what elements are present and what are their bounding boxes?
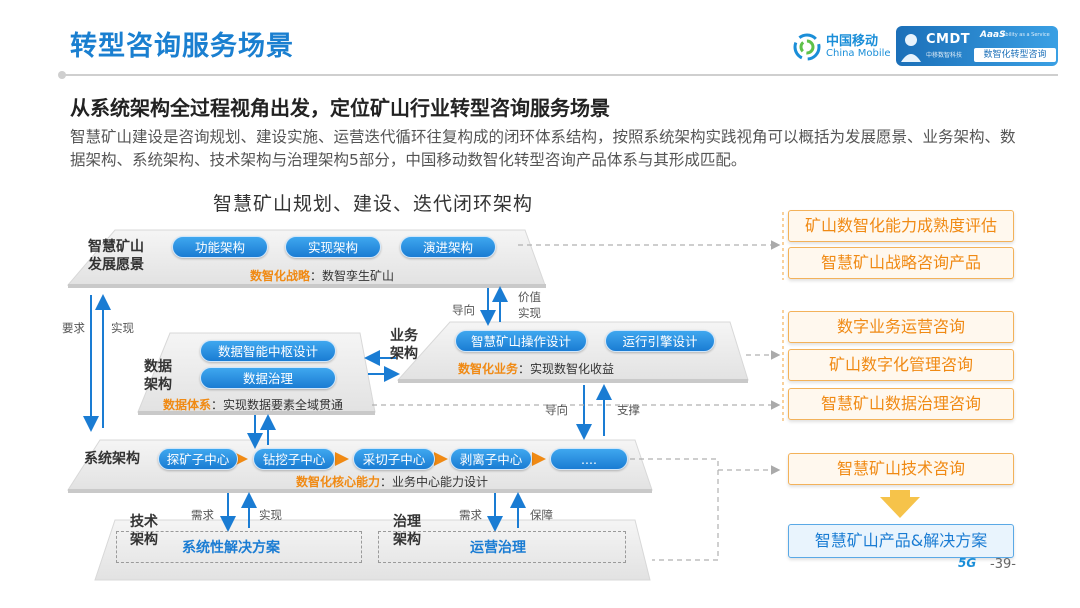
realize2-label: 实现 xyxy=(518,306,541,320)
5g-logo: 5G xyxy=(958,556,977,570)
data-label: 数据架构 xyxy=(144,359,172,393)
system-connector xyxy=(630,458,719,561)
bottom-platform xyxy=(94,519,651,581)
need-label: 需求 xyxy=(191,508,214,522)
vision-caption-key: 数智化战略 xyxy=(250,269,311,283)
vision-platform-edge xyxy=(68,284,546,288)
tech-label: 技术架构 xyxy=(130,514,158,548)
mining-cutting-center-pill: 采切子中心 xyxy=(353,448,435,470)
system-caption: 数智化核心能力：业务中心能力设计 xyxy=(296,473,488,490)
governance-dashed-box xyxy=(378,531,626,563)
exploration-center-pill: 探矿子中心 xyxy=(158,448,238,470)
section-heading: 从系统架构全过程视角出发，定位矿山行业转型咨询服务场景 xyxy=(70,96,610,120)
require-label: 要求 xyxy=(62,321,85,335)
china-mobile-swirl-icon xyxy=(793,33,821,61)
business-label: 业务架构 xyxy=(390,328,418,362)
consultant-person-icon xyxy=(901,34,921,62)
product-solution-box: 智慧矿山产品&解决方案 xyxy=(788,524,1014,558)
business-caption-key: 数智化业务 xyxy=(458,362,519,376)
realize3-label: 实现 xyxy=(259,508,282,522)
runtime-engine-design-pill: 运行引擎设计 xyxy=(605,330,715,352)
vision-caption: 数智化战略：数智孪生矿山 xyxy=(250,267,394,284)
drilling-center-pill: 钻挖子中心 xyxy=(253,448,335,470)
data-intelligence-hub-pill: 数据智能中枢设计 xyxy=(200,340,336,362)
china-mobile-logo: 中国移动 China Mobile xyxy=(792,32,891,62)
page-number: -39- xyxy=(990,557,1016,572)
guide-label: 导向 xyxy=(452,303,475,317)
realize-label: 实现 xyxy=(111,321,134,335)
governance-label: 治理架构 xyxy=(393,514,421,548)
system-platform-edge xyxy=(68,489,652,493)
data-caption-key: 数据体系 xyxy=(163,398,212,412)
business-caption: 数智化业务：实现数智化收益 xyxy=(458,360,614,377)
intro-paragraph: 智慧矿山建设是咨询规划、建设实施、运营迭代循环往复构成的闭环体系结构，按照系统架… xyxy=(70,128,1016,169)
support-label: 支撑 xyxy=(617,403,640,417)
cmdt-badge: CMDT xyxy=(926,32,971,47)
strategy-consulting-service: 智慧矿山战略咨询产品 xyxy=(788,247,1014,279)
tech-content: 系统性解决方案 xyxy=(182,540,280,556)
aaas-text: AaaS xyxy=(980,30,1006,40)
cmdt-subtext: 中移数智科技 xyxy=(926,52,963,59)
system-caption-value: ：业务中心能力设计 xyxy=(380,475,489,489)
title-divider xyxy=(62,74,1058,76)
maturity-assessment-service: 矿山数智化能力成熟度评估 xyxy=(788,210,1014,242)
business-caption-value: ：实现数智化收益 xyxy=(518,362,615,376)
data-governance-service: 智慧矿山数据治理咨询 xyxy=(788,388,1014,420)
business-platform-edge xyxy=(398,379,748,383)
mine-operation-design-pill: 智慧矿山操作设计 xyxy=(455,330,587,352)
vision-caption-value: ：数智孪生矿山 xyxy=(310,269,395,283)
data-caption-value: ：实现数据要素全域贯通 xyxy=(211,398,344,412)
digital-operation-service: 数字业务运营咨询 xyxy=(788,311,1014,343)
diagram-title: 智慧矿山规划、建设、迭代闭环架构 xyxy=(213,193,534,215)
system-label: 系统架构 xyxy=(84,451,140,467)
cmdt-description: 数智化转型咨询 xyxy=(974,48,1056,62)
evolution-architecture-pill: 演进架构 xyxy=(400,236,496,258)
implementation-architecture-pill: 实现架构 xyxy=(285,236,381,258)
guide2-label: 导向 xyxy=(545,403,568,417)
page-title: 转型咨询服务场景 xyxy=(70,31,294,62)
tech-consulting-service: 智慧矿山技术咨询 xyxy=(788,453,1014,485)
digital-management-service: 矿山数字化管理咨询 xyxy=(788,349,1014,381)
data-caption: 数据体系：实现数据要素全域贯通 xyxy=(163,396,343,413)
aaas-subtext: Ability as a Service xyxy=(1002,32,1050,38)
result-down-arrow xyxy=(880,497,920,518)
value-label: 价值 xyxy=(518,290,541,304)
system-caption-key: 数智化核心能力 xyxy=(296,475,381,489)
function-architecture-pill: 功能架构 xyxy=(172,236,268,258)
more-centers-pill: .... xyxy=(550,448,628,470)
stripping-center-pill: 剥离子中心 xyxy=(450,448,532,470)
governance-content: 运营治理 xyxy=(470,540,526,556)
data-governance-pill: 数据治理 xyxy=(200,367,336,389)
need2-label: 需求 xyxy=(459,508,482,522)
tech-dashed-box xyxy=(116,531,362,563)
vision-label: 智慧矿山发展愿景 xyxy=(88,239,144,273)
logo-cn-text: 中国移动 xyxy=(826,33,879,49)
logo-en-text: China Mobile xyxy=(826,47,891,59)
guarantee-label: 保障 xyxy=(530,508,553,522)
cmdt-logo: CMDT 中移数智科技 AaaS Ability as a Service 数智… xyxy=(896,26,1058,66)
data-platform-edge xyxy=(138,411,375,415)
